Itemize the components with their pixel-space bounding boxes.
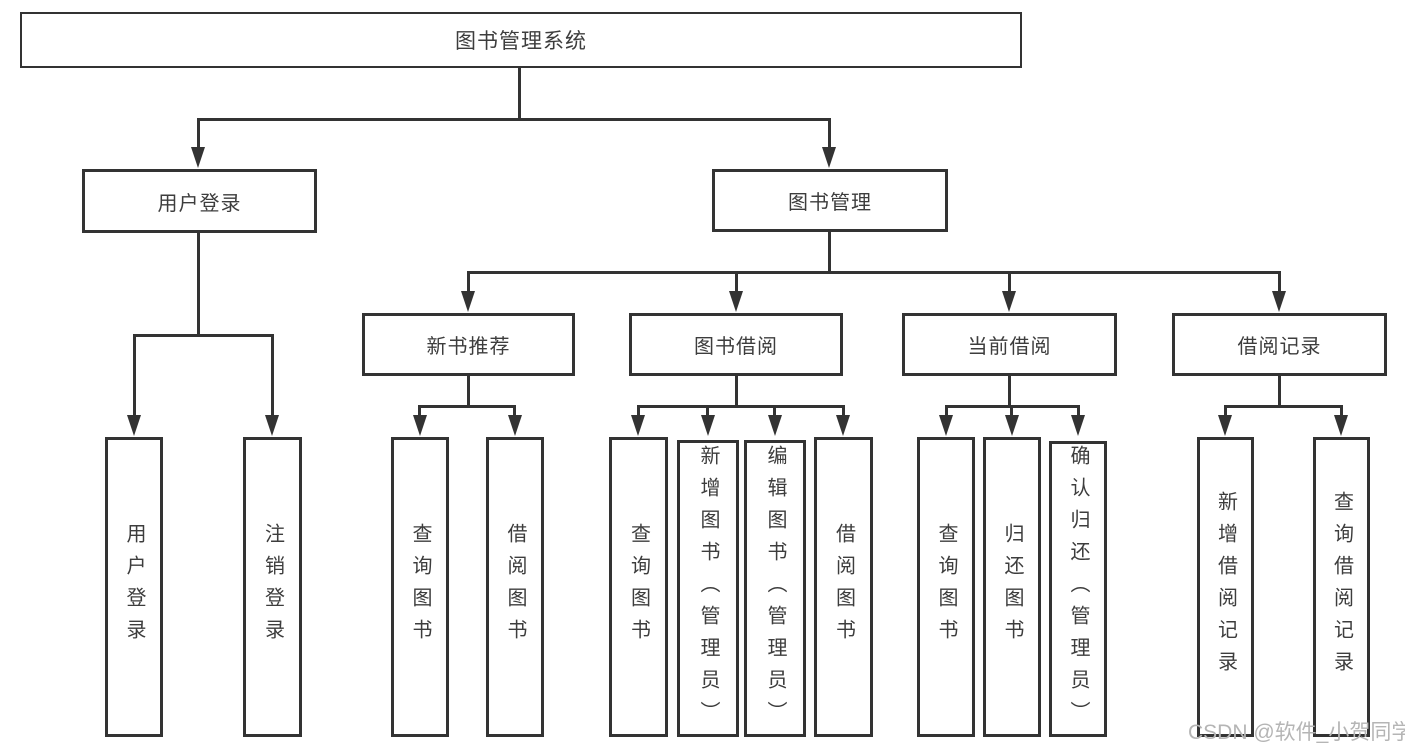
connector-line-v xyxy=(518,68,521,121)
leaf-label: 新增图书（管理员） xyxy=(697,444,719,733)
node-leaf-query-borrow-record: 查询借阅记录 xyxy=(1313,437,1370,737)
node-leaf-edit-book-admin: 编辑图书（管理员） xyxy=(744,440,806,737)
connector-line-v xyxy=(735,376,738,408)
node-leaf-logout: 注销登录 xyxy=(243,437,302,737)
leaf-label: 查询图书 xyxy=(627,523,650,651)
arrow-down-icon xyxy=(822,147,836,168)
connector-line-v xyxy=(418,405,421,418)
arrow-down-icon xyxy=(768,415,782,436)
connector-line-v xyxy=(1224,405,1227,418)
leaf-label: 归还图书 xyxy=(1001,523,1023,651)
csdn-watermark: CSDN @软件_小贺同学 xyxy=(1188,721,1405,744)
node-leaf-add-book-admin: 新增图书（管理员） xyxy=(677,440,739,737)
arrow-down-icon xyxy=(1218,415,1232,436)
leaf-label: 借阅图书 xyxy=(832,523,855,651)
connector-line-v xyxy=(1008,376,1011,408)
connector-line-v xyxy=(945,405,948,418)
node-user-login: 用户登录 xyxy=(82,169,317,233)
connector-line-v xyxy=(133,334,136,416)
arrow-down-icon xyxy=(1334,415,1348,436)
connector-line-v xyxy=(637,405,640,418)
leaf-label: 借阅图书 xyxy=(504,523,526,651)
connector-line-v xyxy=(467,376,470,408)
node-leaf-borrow-book-2: 借阅图书 xyxy=(814,437,873,737)
connector-line-v xyxy=(271,334,274,416)
node-leaf-user-login: 用户登录 xyxy=(105,437,163,737)
arrow-down-icon xyxy=(1071,415,1085,436)
leaf-label: 查询图书 xyxy=(935,523,957,651)
node-leaf-borrow-book-1: 借阅图书 xyxy=(486,437,544,737)
connector-line-h xyxy=(467,271,1281,274)
arrow-down-icon xyxy=(1272,291,1286,312)
connector-line-h xyxy=(1224,405,1343,408)
connector-line-v xyxy=(1010,405,1013,418)
arrow-down-icon xyxy=(413,415,427,436)
node-leaf-query-book-3: 查询图书 xyxy=(917,437,975,737)
connector-line-v xyxy=(1008,271,1011,293)
leaf-label: 注销登录 xyxy=(261,523,284,651)
node-leaf-add-borrow-record: 新增借阅记录 xyxy=(1197,437,1254,737)
leaf-label: 编辑图书（管理员） xyxy=(764,444,786,733)
connector-line-v xyxy=(706,405,709,418)
connector-line-v xyxy=(197,118,200,149)
connector-line-v xyxy=(1278,376,1281,408)
arrow-down-icon xyxy=(631,415,645,436)
connector-line-v xyxy=(513,405,516,418)
connector-line-h xyxy=(637,405,845,408)
arrow-down-icon xyxy=(701,415,715,436)
connector-line-v xyxy=(467,271,470,293)
arrow-down-icon xyxy=(127,415,141,436)
node-leaf-query-book-2: 查询图书 xyxy=(609,437,668,737)
connector-line-v xyxy=(197,233,200,337)
connector-line-h xyxy=(418,405,516,408)
node-book-borrow: 图书借阅 xyxy=(629,313,843,376)
connector-line-v xyxy=(773,405,776,418)
leaf-label: 查询图书 xyxy=(409,523,431,651)
arrow-down-icon xyxy=(191,147,205,168)
connector-line-v xyxy=(842,405,845,418)
connector-line-v xyxy=(735,271,738,293)
node-current-borrow: 当前借阅 xyxy=(902,313,1117,376)
connector-line-v xyxy=(1340,405,1343,418)
connector-line-v xyxy=(1077,405,1080,418)
leaf-label: 确认归还（管理员） xyxy=(1067,445,1089,733)
connector-line-v xyxy=(828,118,831,149)
node-new-book-recommend: 新书推荐 xyxy=(362,313,575,376)
node-leaf-query-book-1: 查询图书 xyxy=(391,437,449,737)
node-book-management: 图书管理 xyxy=(712,169,948,232)
connector-line-h xyxy=(197,118,831,121)
arrow-down-icon xyxy=(836,415,850,436)
node-leaf-return-book: 归还图书 xyxy=(983,437,1041,737)
arrow-down-icon xyxy=(939,415,953,436)
connector-line-h xyxy=(133,334,274,337)
arrow-down-icon xyxy=(508,415,522,436)
arrow-down-icon xyxy=(1005,415,1019,436)
connector-line-v xyxy=(1278,271,1281,293)
leaf-label: 用户登录 xyxy=(123,523,145,651)
arrow-down-icon xyxy=(265,415,279,436)
node-library-management-system: 图书管理系统 xyxy=(20,12,1022,68)
arrow-down-icon xyxy=(461,291,475,312)
connector-line-v xyxy=(828,232,831,273)
leaf-label: 查询借阅记录 xyxy=(1330,491,1353,683)
node-leaf-confirm-return-admin: 确认归还（管理员） xyxy=(1049,441,1107,737)
leaf-label: 新增借阅记录 xyxy=(1214,491,1237,683)
node-borrow-record: 借阅记录 xyxy=(1172,313,1387,376)
arrow-down-icon xyxy=(1002,291,1016,312)
arrow-down-icon xyxy=(729,291,743,312)
